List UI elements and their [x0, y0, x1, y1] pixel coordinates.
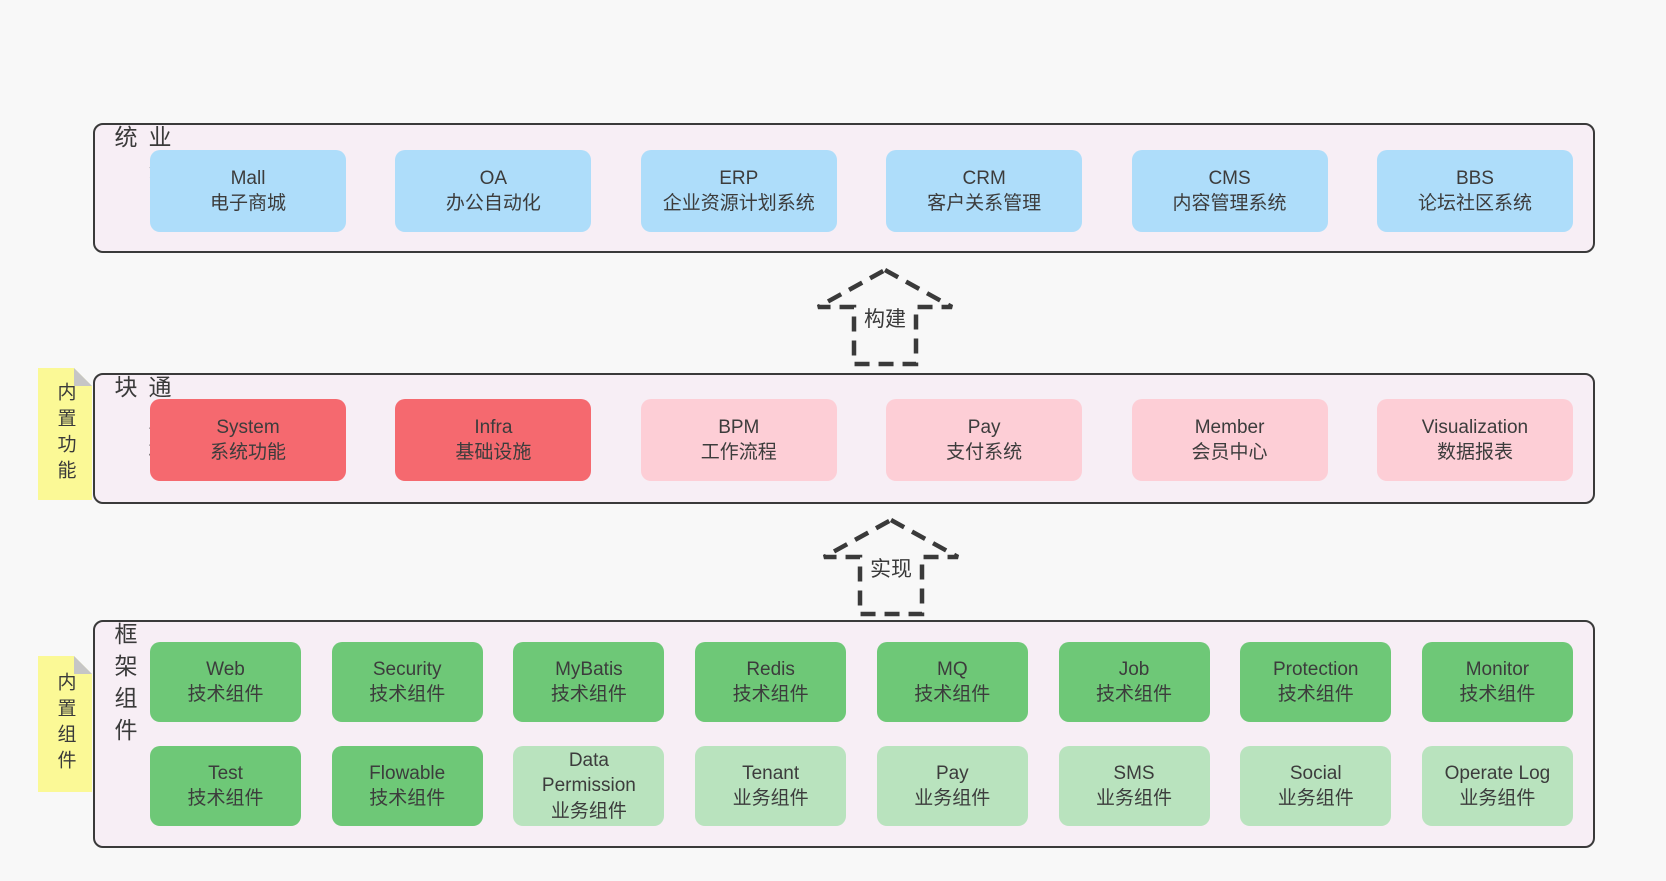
box-desc: 系统功能	[209, 442, 286, 463]
box-desc: 论坛社区系统	[1417, 193, 1532, 214]
box-pay-component: Pay 业务组件	[876, 746, 1028, 826]
box-desc: 业务组件	[1459, 788, 1536, 809]
box-name: MQ	[937, 658, 968, 680]
box-name: Tenant	[742, 762, 800, 784]
box-operate-log: Operate Log 业务组件	[1421, 746, 1573, 826]
box-name: Protection	[1272, 658, 1359, 680]
box-system: System 系统功能	[150, 399, 346, 481]
up-arrow-icon	[822, 517, 960, 617]
box-erp: ERP 企业资源计划系统	[640, 150, 837, 232]
box-name: Monitor	[1465, 658, 1530, 680]
box-name: Social	[1289, 762, 1342, 784]
band-framework-components: 框架组件 Web 技术组件 Security 技术组件 MyBatis 技术组件…	[93, 620, 1595, 848]
box-desc: 基础设施	[455, 442, 532, 463]
note-text: 内置组件	[54, 672, 76, 776]
box-desc: 办公自动化	[445, 193, 541, 214]
box-desc: 工作流程	[700, 442, 777, 463]
note-built-in-components: 内置组件	[38, 656, 92, 792]
box-name: Flowable	[369, 762, 446, 784]
box-bbs: BBS 论坛社区系统	[1376, 150, 1573, 232]
box-member: Member 会员中心	[1131, 399, 1328, 481]
box-name: Member	[1194, 416, 1265, 438]
box-mq: MQ 技术组件	[876, 642, 1028, 722]
box-desc: 技术组件	[914, 684, 991, 705]
box-sms: SMS 业务组件	[1058, 746, 1210, 826]
box-name: CMS	[1208, 167, 1251, 189]
box-oa: OA 办公自动化	[395, 150, 592, 232]
box-name: Redis	[746, 658, 795, 680]
arrow-build-label: 构建	[860, 302, 910, 334]
box-desc: 业务组件	[914, 788, 991, 809]
box-desc: 技术组件	[369, 788, 446, 809]
box-desc: 业务组件	[550, 800, 627, 822]
box-test: Test 技术组件	[150, 746, 301, 826]
box-name: SMS	[1113, 762, 1155, 784]
box-desc: 技术组件	[1277, 684, 1354, 705]
box-name: MyBatis	[555, 658, 623, 680]
box-desc: 技术组件	[550, 684, 627, 705]
box-bpm: BPM 工作流程	[640, 399, 837, 481]
box-name: Web	[206, 658, 245, 680]
box-name: Job	[1118, 658, 1150, 680]
box-monitor: Monitor 技术组件	[1421, 642, 1573, 722]
note-built-in-features: 内置功能	[38, 368, 92, 500]
box-redis: Redis 技术组件	[695, 642, 847, 722]
box-name: System	[216, 416, 280, 438]
box-desc: 技术组件	[369, 684, 446, 705]
box-desc: 会员中心	[1191, 442, 1268, 463]
band-common-modules: 通用模块 System 系统功能 Infra 基础设施 BPM 工作流程 Pay…	[93, 373, 1595, 504]
up-arrow-icon	[816, 267, 954, 367]
box-name: Security	[372, 658, 442, 680]
box-mall: Mall 电子商城	[150, 150, 346, 232]
box-crm: CRM 客户关系管理	[886, 150, 1083, 232]
box-desc: 业务组件	[732, 788, 809, 809]
box-data-permission: Data Permission 业务组件	[513, 746, 665, 826]
box-desc: 技术组件	[187, 788, 264, 809]
box-desc: 业务组件	[1277, 788, 1354, 809]
band-components-label: 框架组件	[111, 622, 137, 750]
arrow-build: 构建	[812, 266, 958, 368]
box-name: BPM	[718, 416, 760, 438]
box-protection: Protection 技术组件	[1240, 642, 1392, 722]
box-name: Visualization	[1421, 416, 1529, 438]
box-name: ERP	[719, 167, 759, 189]
box-desc: 技术组件	[187, 684, 264, 705]
box-name: Infra	[474, 416, 513, 438]
box-web: Web 技术组件	[150, 642, 301, 722]
box-name: BBS	[1455, 167, 1494, 189]
box-visualization: Visualization 数据报表	[1376, 399, 1573, 481]
box-name: Test	[208, 762, 243, 784]
box-desc: 支付系统	[946, 442, 1023, 463]
box-desc: 企业资源计划系统	[662, 193, 815, 214]
box-flowable: Flowable 技术组件	[331, 746, 483, 826]
box-desc: 技术组件	[1459, 684, 1536, 705]
arrow-implement: 实现	[818, 516, 964, 618]
box-tenant: Tenant 业务组件	[695, 746, 847, 826]
box-social: Social 业务组件	[1240, 746, 1392, 826]
box-desc: 内容管理系统	[1172, 193, 1287, 214]
box-cms: CMS 内容管理系统	[1131, 150, 1328, 232]
box-desc: 业务组件	[1096, 788, 1173, 809]
box-desc: 客户关系管理	[927, 193, 1042, 214]
box-security: Security 技术组件	[331, 642, 483, 722]
box-name: Pay	[935, 762, 969, 784]
box-name: Data Permission	[541, 750, 636, 797]
box-name: OA	[479, 167, 508, 189]
box-mybatis: MyBatis 技术组件	[513, 642, 665, 722]
box-name: Mall	[230, 167, 266, 189]
box-desc: 数据报表	[1436, 442, 1513, 463]
box-name: CRM	[962, 167, 1006, 189]
box-desc: 技术组件	[732, 684, 809, 705]
box-name: Pay	[967, 416, 1001, 438]
box-job: Job 技术组件	[1058, 642, 1210, 722]
arrow-implement-label: 实现	[866, 552, 916, 584]
note-text: 内置功能	[54, 382, 76, 486]
band-business-systems: 业务系统 Mall 电子商城 OA 办公自动化 ERP 企业资源计划系统 CRM…	[93, 123, 1595, 253]
box-infra: Infra 基础设施	[395, 399, 592, 481]
box-pay-module: Pay 支付系统	[886, 399, 1083, 481]
box-name: Operate Log	[1444, 762, 1551, 784]
box-desc: 电子商城	[209, 193, 286, 214]
box-desc: 技术组件	[1096, 684, 1173, 705]
